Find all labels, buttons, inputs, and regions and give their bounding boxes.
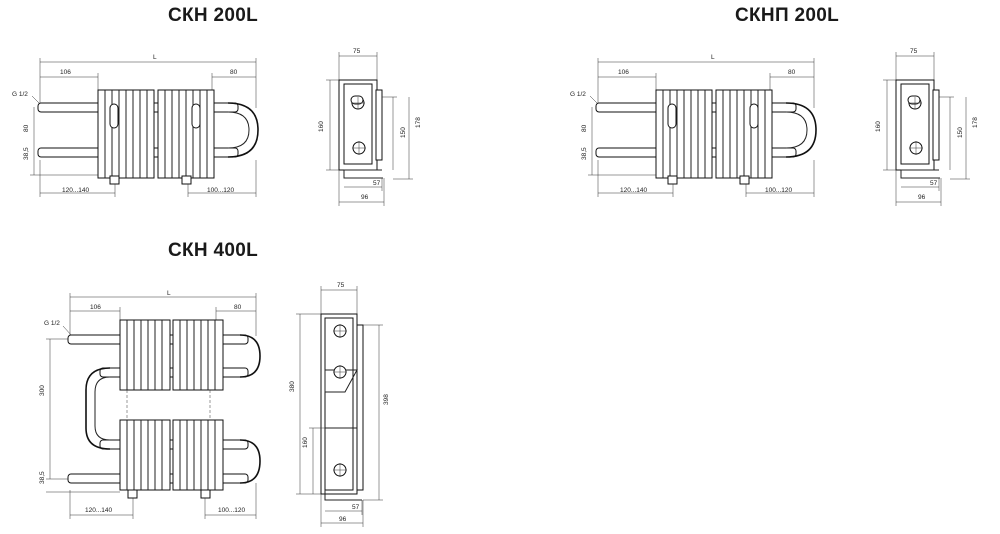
dim-160: 160 bbox=[318, 121, 325, 132]
dim-100-120: 100...120 bbox=[207, 187, 234, 194]
dim-75-400: 75 bbox=[337, 282, 345, 289]
dim-380: 380 bbox=[289, 381, 296, 392]
dim-57: 57 bbox=[373, 180, 381, 187]
dim-80: 80 bbox=[230, 69, 238, 76]
front-view-200l: L 106 80 G 1/2 bbox=[12, 54, 259, 197]
dim-300: 300 bbox=[39, 385, 46, 396]
dim-106-400: 106 bbox=[90, 304, 101, 311]
label-thread: G 1/2 bbox=[12, 91, 28, 98]
side-view-ckhp bbox=[874, 47, 980, 207]
dim-80-400: 80 bbox=[234, 304, 242, 311]
dim-38-5: 38,5 bbox=[23, 147, 30, 160]
title-ckhp-200l: СКНП 200L bbox=[735, 5, 839, 26]
dim-120-140-400: 120...140 bbox=[85, 507, 112, 514]
dim-L: L bbox=[153, 54, 157, 61]
dim-120-140: 120...140 bbox=[62, 187, 89, 194]
dim-57-400: 57 bbox=[352, 504, 360, 511]
dim-96-400: 96 bbox=[339, 516, 347, 523]
dim-160-400: 160 bbox=[302, 437, 309, 448]
dim-398: 398 bbox=[383, 394, 390, 405]
dim-75: 75 bbox=[353, 48, 361, 55]
title-ckh-400l: СКН 400L bbox=[168, 240, 259, 261]
dim-150: 150 bbox=[400, 127, 407, 138]
front-view-ckhp bbox=[569, 53, 817, 198]
front-view-400l: L 106 80 G 1/2 bbox=[39, 290, 261, 519]
side-view-200l: 75 160 150 178 57 96 bbox=[318, 48, 422, 206]
side-view-400l: 75 380 160 398 57 bbox=[289, 282, 390, 527]
dim-178: 178 bbox=[415, 117, 422, 128]
dim-80-vertical: 80 bbox=[23, 124, 30, 132]
dim-96: 96 bbox=[361, 194, 369, 201]
dim-L-400: L bbox=[167, 290, 171, 297]
dim-106: 106 bbox=[60, 69, 71, 76]
title-ckh-200l: СКН 200L bbox=[168, 5, 259, 26]
label-thread-400: G 1/2 bbox=[44, 320, 60, 327]
dim-100-120-400: 100...120 bbox=[218, 507, 245, 514]
dim-38-5-400: 38,5 bbox=[39, 471, 46, 484]
